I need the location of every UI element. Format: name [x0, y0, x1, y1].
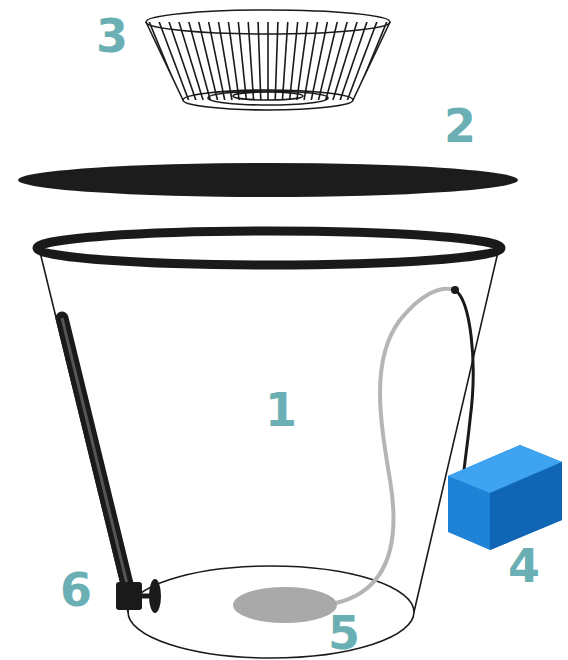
basket-wire [166, 14, 197, 104]
basket-wire [339, 14, 370, 104]
basket-wire [197, 14, 219, 104]
callout-number: 1 [265, 387, 297, 433]
lid [18, 163, 518, 197]
callout-number: 5 [328, 610, 360, 656]
basket-wire [332, 14, 360, 104]
bucket [37, 231, 501, 658]
callout-number: 3 [96, 13, 128, 59]
basket-wire [311, 14, 330, 104]
basket-wire [146, 14, 183, 104]
callout-number: 6 [60, 567, 92, 613]
callout-number: 4 [508, 543, 540, 589]
air-pump [448, 445, 562, 550]
air-stone [233, 587, 337, 623]
air-tube [336, 289, 455, 603]
callout-number: 2 [444, 103, 476, 149]
basket-wire [353, 14, 390, 104]
basket [146, 10, 390, 110]
basket-wire [207, 14, 226, 104]
